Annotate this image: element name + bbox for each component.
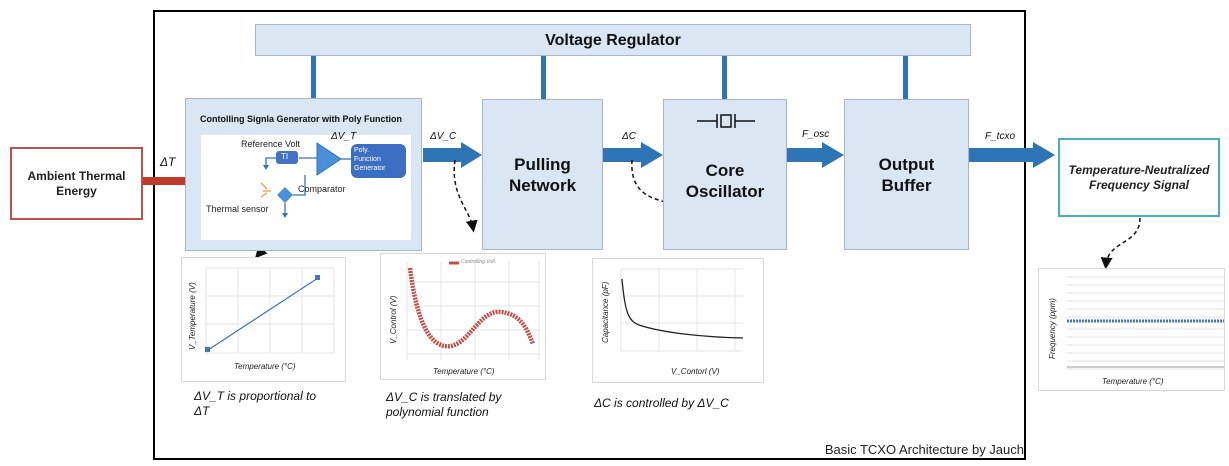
chart-vcontrol-legend: Controlling Volt. xyxy=(461,259,497,265)
chart-vtemp-line xyxy=(207,277,319,351)
f-tcxo-label: F_tcxo xyxy=(985,131,1016,142)
chart-frequency: Frequency (ppm) Temperature (°C) xyxy=(1038,268,1225,391)
neutralized-signal-box: Temperature-Neutralized Frequency Signal xyxy=(1058,138,1220,217)
chart-vtemp-point xyxy=(205,347,210,352)
delta-vc-label: ΔV_C xyxy=(430,131,457,142)
regulator-link xyxy=(722,55,727,99)
comparator-label: Comparator xyxy=(298,184,346,194)
chart-frequency-xlabel: Temperature (°C) xyxy=(1102,377,1164,386)
delta-vt-label: ΔV_T xyxy=(331,131,357,142)
chart-capacitance-ylabel: Capacitance (pF) xyxy=(601,281,610,343)
regulator-link xyxy=(541,55,546,99)
caption-vtemp: ΔV_T is proportional to ΔT xyxy=(194,389,317,418)
diagram-footer: Basic TCXO Architecture by Jauch xyxy=(824,442,1024,457)
caption-capacitance: ΔC is controlled by ΔV_C xyxy=(594,396,729,410)
signal-arrows xyxy=(423,142,1055,168)
voltage-regulator-block: Voltage Regulator xyxy=(255,24,971,56)
ambient-thermal-label: Ambient Thermal Energy xyxy=(27,168,126,198)
chart-capacitance-curve xyxy=(621,278,744,339)
chart-vtemp-xlabel: Temperature (°C) xyxy=(234,362,296,371)
poly-generator-label: Poly. Function Generator xyxy=(354,147,386,172)
circuit-diagram: Reference Volt TI Poly. Function Generat… xyxy=(201,135,411,240)
chart-capacitance: Capacitance (pF) V_Contorl (V) xyxy=(592,258,764,383)
crystal-icon xyxy=(697,114,755,128)
core-oscillator-block: Core Oscillator xyxy=(663,99,787,250)
signal-generator-title: Contolling Signla Generator with Poly Fu… xyxy=(200,114,402,124)
chart-vcontrol: Controlling Volt. V_Control (V) Temperat… xyxy=(380,253,546,380)
pulling-network-block: Pulling Network xyxy=(482,99,603,250)
f-osc-label: F_osc xyxy=(802,129,830,140)
chart-vtemp: V_Temperature (V) Temperature (°C) xyxy=(181,257,346,382)
regulator-link xyxy=(311,55,316,99)
chart-vcontrol-xlabel: Temperature (°C) xyxy=(433,367,495,376)
output-buffer-block: Output Buffer xyxy=(844,99,969,250)
neutralized-signal-label: Temperature-Neutralized Frequency Signal xyxy=(1068,162,1210,192)
diagram-frame xyxy=(153,10,1026,460)
ti-label: TI xyxy=(281,152,289,161)
ambient-thermal-box: Ambient Thermal Energy xyxy=(10,147,143,220)
chart-vtemp-point xyxy=(315,275,320,280)
regulator-link xyxy=(903,55,908,99)
thermal-sensor-label: Thermal sensor xyxy=(206,204,269,214)
chart-frequency-ylabel: Frequency (ppm) xyxy=(1048,298,1057,359)
caption-vcontrol: ΔV_C is translated by polynomial functio… xyxy=(386,390,502,419)
chart-vcontrol-curve xyxy=(407,267,536,349)
chart-capacitance-xlabel: V_Contorl (V) xyxy=(671,367,720,376)
delta-c-label: ΔC xyxy=(622,131,636,142)
chart-vtemp-ylabel: V_Temperature (V) xyxy=(188,282,197,350)
delta-t-label: ΔT xyxy=(160,155,176,169)
reference-volt-label: Reference Volt xyxy=(241,139,301,149)
chart-vcontrol-ylabel: V_Control (V) xyxy=(389,295,398,344)
